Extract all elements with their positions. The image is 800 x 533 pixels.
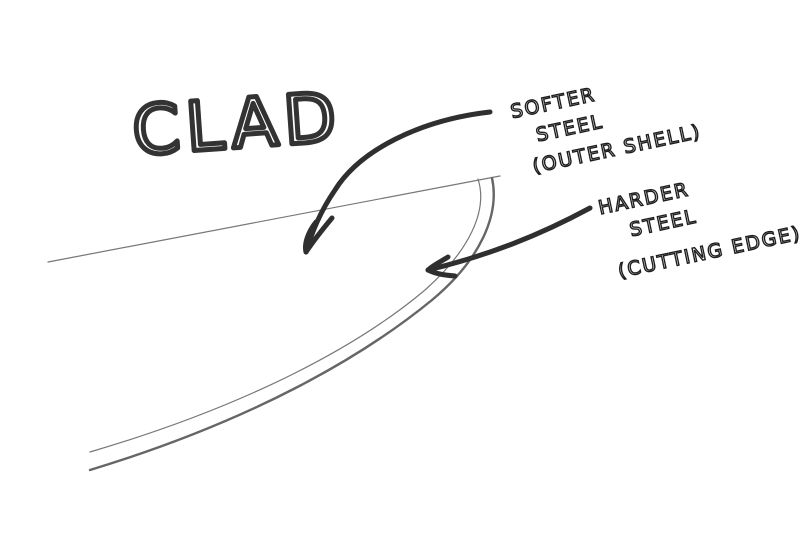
diagram-title: CLAD bbox=[130, 78, 345, 171]
cutting-edge-line bbox=[88, 176, 495, 472]
arrow-harder-shaft bbox=[425, 205, 593, 273]
title-group: CLAD bbox=[127, 76, 347, 174]
label-softer-steel: SOFTER STEEL (OUTER SHELL) bbox=[508, 83, 704, 179]
softer-harder-boundary-line bbox=[89, 178, 482, 453]
arrow-softer-steel bbox=[303, 109, 493, 255]
arrow-harder-head bbox=[425, 254, 458, 279]
arrow-harder-steel bbox=[425, 205, 593, 279]
arrow-softer-head bbox=[303, 215, 335, 255]
label-harder-steel: HARDER STEEL (CUTTING EDGE) bbox=[596, 178, 800, 283]
blade-spine-line bbox=[47, 175, 501, 263]
